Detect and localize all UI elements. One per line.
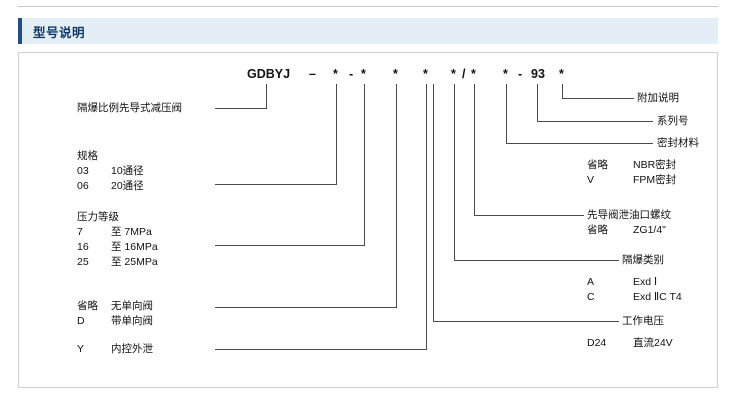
leader-line-voltage-horizontal [433,321,619,322]
top-divider [18,6,718,7]
pressure-key-2: 25 [77,256,89,268]
leader-line-pressure-vertical [364,84,365,246]
internal-val-0: 内控外泄 [111,343,153,355]
exproof-val-1: Exd ⅡC T4 [633,291,682,303]
label-series-number: 系列号 [657,115,689,127]
pressure-val-2: 至 25MPa [111,256,158,268]
code-token-dash3: - [518,67,523,81]
spec-val-1: 20通径 [111,180,144,192]
code-token-star6: * [471,67,476,81]
leader-line-spec-vertical [336,84,337,185]
leader-line-seal-horizontal [506,143,653,144]
label-voltage-row-0: D24 直流24V [587,336,673,350]
pilot-val-0: ZG1/4" [633,224,666,236]
checkvalve-key-0: 省略 [77,300,98,312]
leader-line-series-horizontal [537,121,653,122]
pressure-key-0: 7 [77,226,83,238]
label-internal-row-0: Y 内控外泄 [77,342,153,356]
code-token-dash2: - [349,67,354,81]
code-token-star1: * [333,67,338,81]
label-seal-row-0: 省略 NBR密封 [587,158,676,172]
leader-line-notes-vertical [562,84,563,99]
leader-line-notes-horizontal [562,98,634,99]
seal-key-1: V [587,174,595,186]
code-token-base: GDBYJ [247,67,291,81]
label-exproof-row-0: A Exd Ⅰ [587,275,657,289]
leader-line-internal-vertical [426,84,427,350]
spec-val-0: 10通径 [111,165,144,177]
pressure-val-1: 至 16MPa [111,241,158,253]
label-checkvalve-row-0: 省略 无单向阀 [77,299,153,313]
label-pilot-thread-title: 先导阀泄油口螺纹 [587,209,671,221]
label-additional-notes: 附加说明 [637,92,679,104]
spec-key-1: 06 [77,180,89,192]
pressure-key-1: 16 [77,241,89,253]
leader-line-exproof-horizontal [454,260,619,261]
code-token-star3: * [393,67,398,81]
exproof-val-0: Exd Ⅰ [633,276,658,288]
code-token-dash1: – [309,67,316,81]
leader-line-spec-horizontal [215,184,337,185]
label-product-name: 隔爆比例先导式减压阀 [77,102,182,114]
leader-line-pilot-horizontal [474,215,584,216]
code-token-star5: * [451,67,456,81]
label-pressure-row-2: 25 至 25MPa [77,255,158,269]
label-exproof-row-1: C Exd ⅡC T4 [587,290,682,304]
label-specification-row-0: 03 10通径 [77,164,144,178]
voltage-key-0: D24 [587,337,607,349]
seal-val-1: FPM密封 [633,174,677,186]
label-pilot-row-0: 省略 ZG1/4" [587,223,666,237]
pressure-val-0: 至 7MPa [111,226,152,238]
leader-line-exproof-vertical [454,84,455,261]
model-code-diagram: GDBYJ – * - * * * * / * * - 93 * [18,52,718,388]
code-token-star8: * [559,67,564,81]
checkvalve-val-1: 带单向阀 [111,315,153,327]
spec-key-0: 03 [77,165,89,177]
label-seal-row-1: V FPM密封 [587,173,676,187]
leader-line-product-vertical [266,84,267,109]
pilot-key-0: 省略 [587,224,608,236]
label-exproof-title: 隔爆类别 [622,254,664,266]
page-title: 型号说明 [33,25,86,40]
leader-line-pilot-vertical [474,84,475,216]
leader-line-product-horizontal [215,108,267,109]
leader-line-voltage-vertical [433,84,434,322]
label-pressure-row-0: 7 至 7MPa [77,225,152,239]
voltage-val-0: 直流24V [633,337,673,349]
model-code-row: GDBYJ – * - * * * * / * * - 93 * [19,53,719,87]
leader-line-internal-horizontal [215,349,427,350]
exproof-key-1: C [587,291,595,303]
checkvalve-val-0: 无单向阀 [111,300,153,312]
code-token-slash: / [462,67,466,81]
leader-line-seal-vertical [506,84,507,144]
code-token-series: 93 [531,67,545,81]
leader-line-pressure-horizontal [215,245,365,246]
section-header: 型号说明 [18,18,718,44]
code-token-star7: * [503,67,508,81]
label-checkvalve-row-1: D 带单向阀 [77,314,153,328]
label-specification-title: 规格 [77,150,98,162]
seal-key-0: 省略 [587,159,608,171]
seal-val-0: NBR密封 [633,159,677,171]
leader-line-checkvalve-horizontal [215,307,397,308]
checkvalve-key-1: D [77,315,85,327]
exproof-key-0: A [587,276,595,288]
leader-line-series-vertical [537,84,538,122]
leader-line-checkvalve-vertical [396,84,397,308]
label-pressure-title: 压力等级 [77,211,119,223]
label-pressure-row-1: 16 至 16MPa [77,240,158,254]
label-seal-material-title: 密封材料 [657,137,699,149]
code-token-star2: * [361,67,366,81]
internal-key-0: Y [77,343,85,355]
code-token-star4: * [423,67,428,81]
label-voltage-title: 工作电压 [622,315,664,327]
label-specification-row-1: 06 20通径 [77,179,144,193]
